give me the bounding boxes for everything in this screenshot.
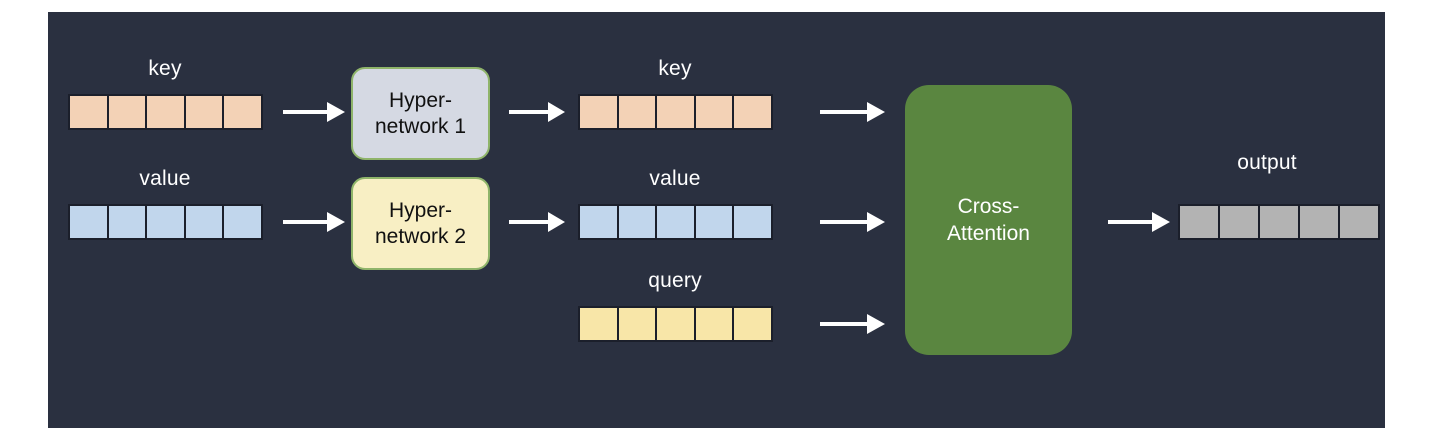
strip-cell <box>185 96 225 128</box>
strip-cell <box>657 206 696 238</box>
arrow-right-icon <box>820 311 885 337</box>
strip-cell <box>734 308 771 340</box>
arrow-right-icon <box>283 99 345 125</box>
strip-cell <box>1180 206 1220 238</box>
strip-cell <box>734 96 771 128</box>
block-hypernetwork-2-text: Hyper- network 2 <box>375 198 466 249</box>
cross-attention-line2: Attention <box>947 222 1030 245</box>
strip-cell <box>1340 206 1378 238</box>
strip-cell <box>70 206 109 238</box>
strip-cell <box>580 308 619 340</box>
label-mid-key: key <box>658 57 692 80</box>
strip-cell <box>1300 206 1340 238</box>
arrow-right-icon <box>283 209 345 235</box>
arrow-right-icon <box>509 209 565 235</box>
strip-cell <box>618 308 658 340</box>
hypernetwork-2-line1: Hyper- <box>388 198 452 222</box>
strip-cell <box>224 96 261 128</box>
strip-input-value <box>68 204 263 240</box>
strip-cell <box>580 206 619 238</box>
strip-cell <box>224 206 261 238</box>
label-mid-value: value <box>649 167 701 190</box>
strip-cell <box>695 308 735 340</box>
strip-cell <box>70 96 109 128</box>
strip-input-key <box>68 94 263 130</box>
strip-cell <box>108 96 148 128</box>
strip-cell <box>1260 206 1300 238</box>
strip-cell <box>1220 206 1260 238</box>
strip-cell <box>618 96 658 128</box>
block-hypernetwork-1-text: Hyper- network 1 <box>375 88 466 139</box>
arrow-right-icon <box>820 99 885 125</box>
strip-cell <box>147 206 186 238</box>
strip-cell <box>185 206 225 238</box>
strip-output <box>1178 204 1380 240</box>
arrow-right-icon <box>509 99 565 125</box>
strip-cell <box>695 206 735 238</box>
label-query: query <box>648 269 702 292</box>
label-input-value: value <box>139 167 191 190</box>
strip-cell <box>108 206 148 238</box>
strip-query <box>578 306 773 342</box>
hypernetwork-2-line2: network 2 <box>374 224 467 248</box>
cross-attention-line1: Cross- <box>957 194 1020 218</box>
hypernetwork-1-line1: Hyper- <box>388 88 452 112</box>
strip-cell <box>695 96 735 128</box>
strip-cell <box>147 96 186 128</box>
strip-mid-value <box>578 204 773 240</box>
block-cross-attention[interactable]: Cross- Attention <box>905 85 1072 355</box>
arrow-right-icon <box>1108 209 1170 235</box>
strip-cell <box>580 96 619 128</box>
label-output: output <box>1237 151 1297 174</box>
strip-cell <box>657 96 696 128</box>
block-hypernetwork-1[interactable]: Hyper- network 1 <box>351 67 490 160</box>
hypernetwork-1-line2: network 1 <box>374 114 467 138</box>
label-input-key: key <box>148 57 182 80</box>
strip-cell <box>734 206 771 238</box>
strip-cell <box>618 206 658 238</box>
block-cross-attention-text: Cross- Attention <box>947 193 1030 248</box>
strip-cell <box>657 308 696 340</box>
arrow-right-icon <box>820 209 885 235</box>
block-hypernetwork-2[interactable]: Hyper- network 2 <box>351 177 490 270</box>
strip-mid-key <box>578 94 773 130</box>
